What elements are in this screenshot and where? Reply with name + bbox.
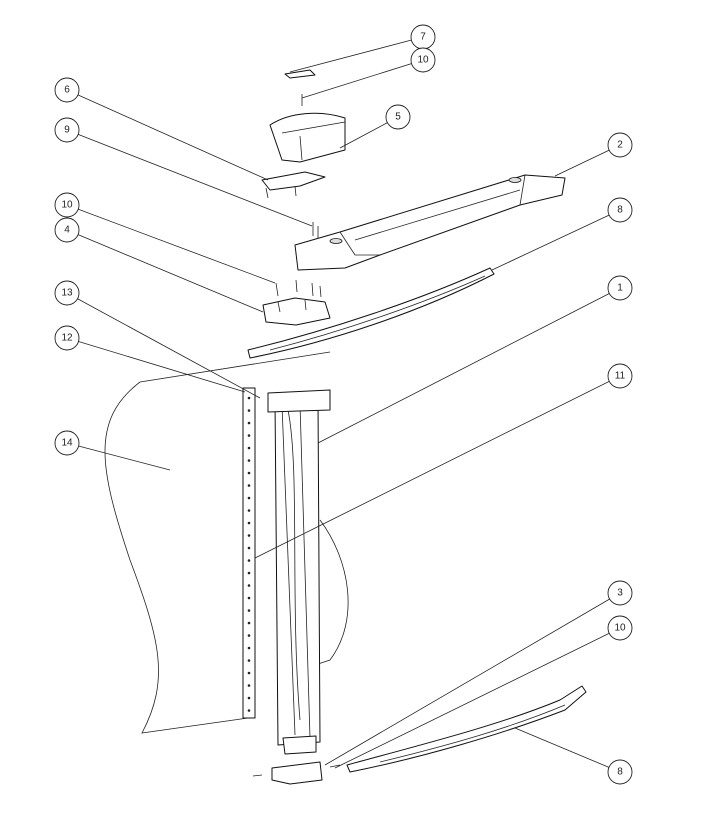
strip-hole <box>247 496 251 500</box>
strip-hole <box>247 671 251 675</box>
strip-hole <box>247 621 251 625</box>
callout-3: 3 <box>607 580 633 606</box>
part-8-lower-rail <box>346 685 587 773</box>
part-1-post <box>267 389 331 755</box>
strip-hole <box>247 434 251 437</box>
strip-hole <box>247 634 251 637</box>
strip-hole <box>247 596 251 600</box>
strip-hole <box>247 684 251 687</box>
callout-label: 6 <box>64 85 70 96</box>
callout-4: 4 <box>54 217 80 243</box>
callout-7: 7 <box>410 24 436 50</box>
callout-label: 3 <box>617 588 623 599</box>
part-8-upper-rail <box>247 267 495 359</box>
part-5-cap <box>269 112 346 163</box>
screws <box>275 94 322 298</box>
strip-hole <box>247 396 251 400</box>
strip-hole <box>247 446 251 450</box>
strip-hole <box>247 571 251 575</box>
callout-14: 14 <box>54 430 80 456</box>
callout-10: 10 <box>54 192 80 218</box>
strip-hole <box>247 521 251 525</box>
strip-hole <box>247 709 251 712</box>
callout-13: 13 <box>54 280 80 306</box>
strip-hole <box>247 696 251 700</box>
callout-label: 14 <box>61 438 73 449</box>
strip-hole <box>247 421 251 425</box>
callout-5: 5 <box>385 104 411 130</box>
strip-hole <box>247 471 251 475</box>
callout-label: 11 <box>615 371 626 382</box>
callout-1: 1 <box>607 275 633 301</box>
strip-hole <box>247 584 251 587</box>
part-3-foot <box>252 761 341 785</box>
callout-label: 10 <box>417 55 429 66</box>
part-6-plate <box>261 171 326 199</box>
strip-hole <box>247 409 251 412</box>
strip-hole <box>247 559 251 562</box>
callout-2: 2 <box>607 132 633 158</box>
callout-8: 8 <box>607 759 633 785</box>
callout-label: 10 <box>614 623 626 634</box>
callout-12: 12 <box>54 325 80 351</box>
callout-9: 9 <box>54 117 80 143</box>
callout-label: 8 <box>617 205 623 216</box>
callout-8: 8 <box>607 197 633 223</box>
strip-hole <box>247 509 251 512</box>
part-12-strip <box>242 387 256 719</box>
strip-hole <box>247 546 251 550</box>
strip-hole <box>247 484 251 487</box>
callout-10: 10 <box>607 615 633 641</box>
callout-label: 12 <box>61 333 73 344</box>
callout-label: 9 <box>64 125 70 136</box>
leader-lines <box>66 36 621 773</box>
strip-hole <box>247 534 251 537</box>
callout-11: 11 <box>607 363 633 389</box>
strip-hole <box>247 459 251 462</box>
callout-label: 7 <box>420 32 426 43</box>
part-7-clip <box>284 69 316 79</box>
callout-label: 5 <box>395 112 401 123</box>
callout-label: 8 <box>617 767 623 778</box>
callout-10: 10 <box>410 47 436 73</box>
part-4-bracket <box>262 297 331 326</box>
part-14-panel <box>104 351 349 734</box>
part-2-top-beam <box>294 174 566 271</box>
strip-hole <box>247 659 251 662</box>
strip-hole <box>247 609 251 612</box>
callout-label: 2 <box>617 140 623 151</box>
callout-label: 1 <box>617 283 623 294</box>
callout-6: 6 <box>54 77 80 103</box>
callout-label: 4 <box>64 225 70 236</box>
strip-hole <box>247 646 251 650</box>
callout-label: 10 <box>61 200 73 211</box>
callout-label: 13 <box>61 288 73 299</box>
